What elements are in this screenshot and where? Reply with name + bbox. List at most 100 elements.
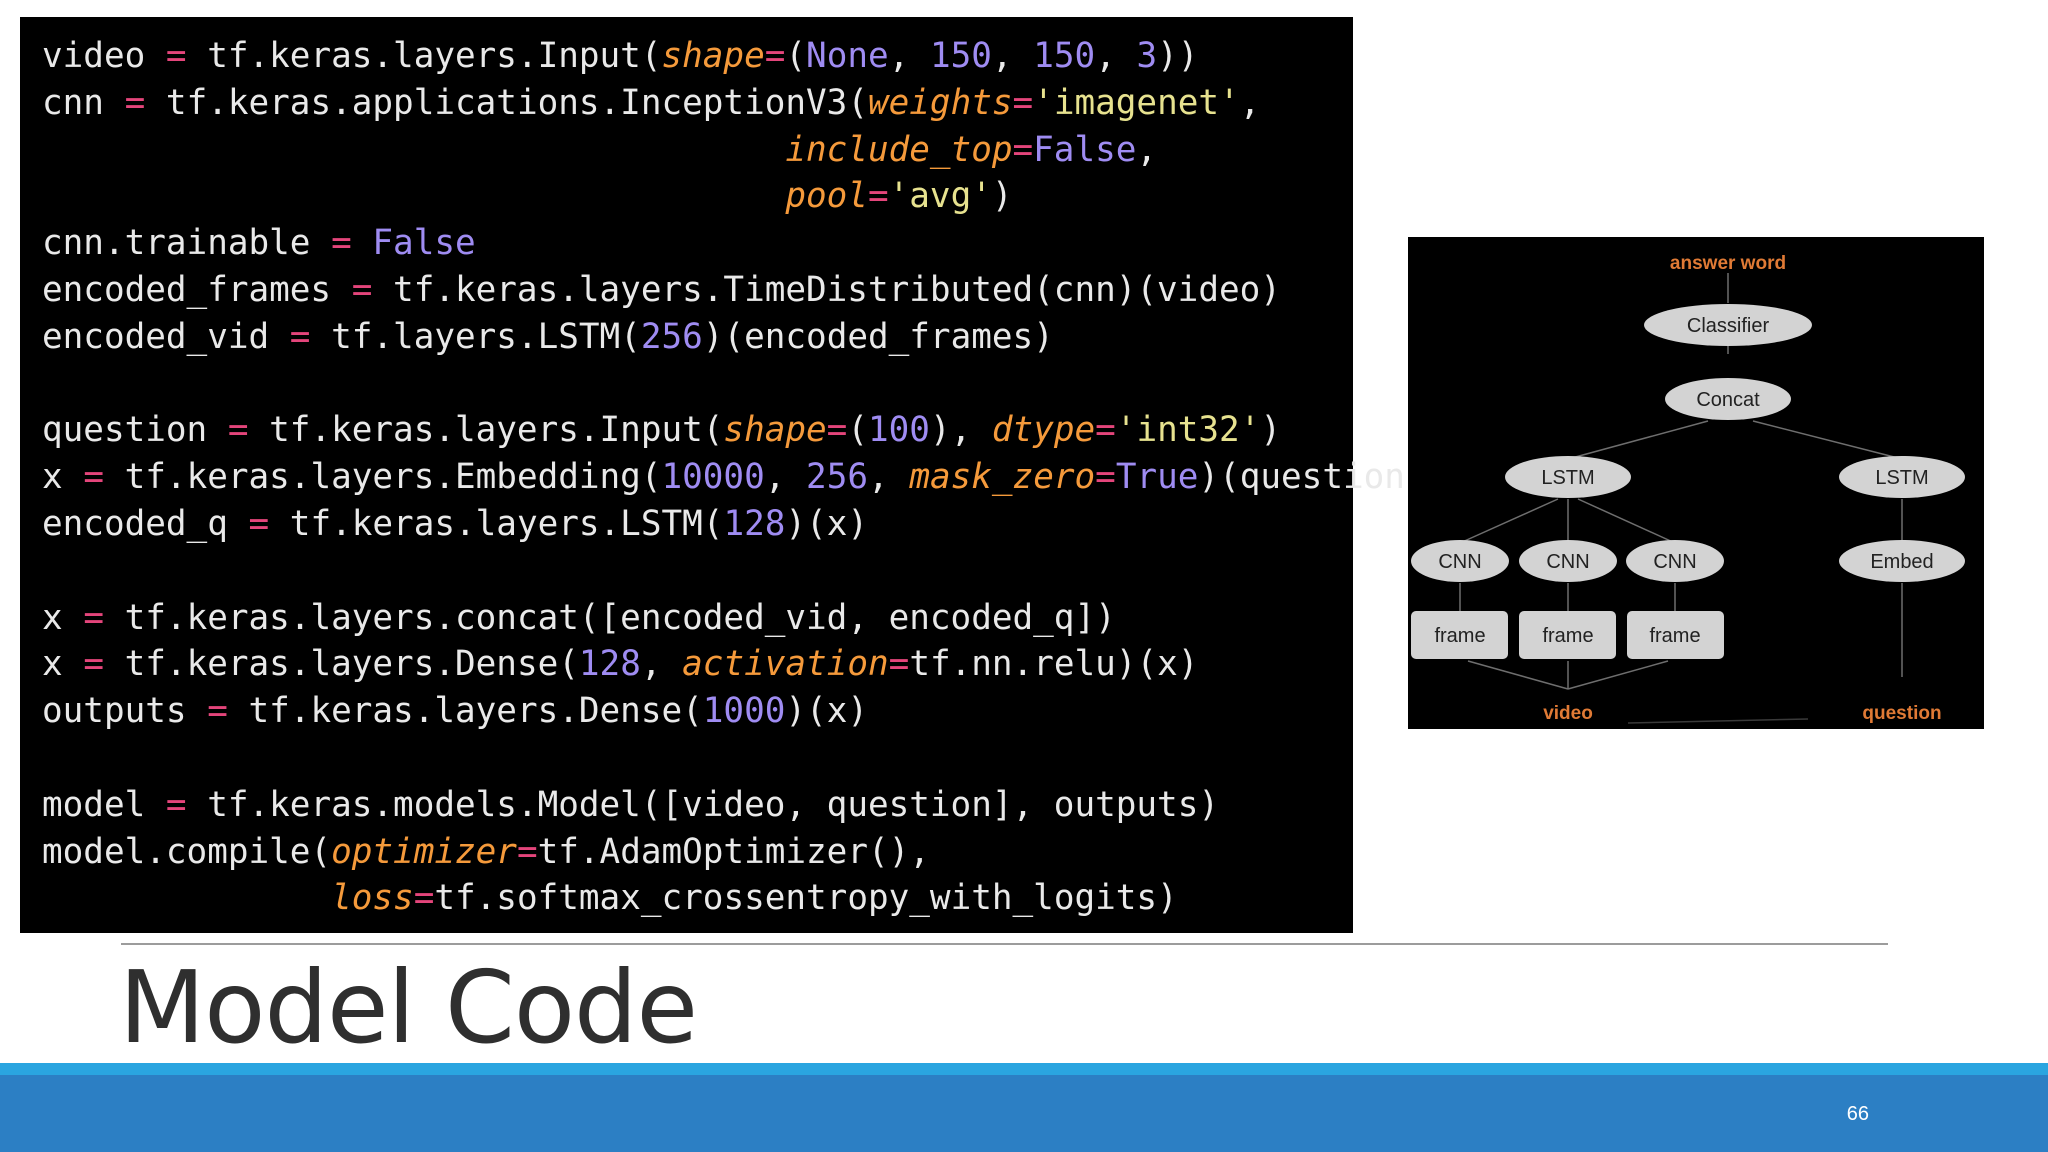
code-token: , bbox=[991, 36, 1034, 76]
code-token: )(x) bbox=[785, 691, 868, 732]
model-architecture-diagram: answer word Classifier Concat LSTM LSTM … bbox=[1408, 237, 1984, 729]
code-token: = bbox=[1012, 129, 1034, 170]
frame-node-2: frame bbox=[1519, 611, 1616, 659]
code-token: ) bbox=[991, 176, 1013, 217]
code-token: = bbox=[888, 644, 910, 685]
code-token: ), bbox=[929, 410, 992, 451]
question-input-label: question bbox=[1862, 703, 1941, 724]
code-token: loss bbox=[331, 878, 414, 919]
code-screenshot: video = tf.keras.layers.Input(shape=(Non… bbox=[20, 17, 1426, 933]
code-token: tf.nn.relu)(x) bbox=[909, 644, 1199, 685]
code-line: cnn.trainable = False bbox=[42, 220, 1353, 267]
code-token: tf.keras.layers.LSTM( bbox=[269, 503, 724, 544]
code-token: = bbox=[867, 176, 889, 217]
code-token: 256 bbox=[806, 457, 868, 498]
code-token: = bbox=[331, 223, 352, 264]
code-token: 150 bbox=[1033, 36, 1096, 76]
code-line: outputs = tf.keras.layers.Dense(1000)(x) bbox=[42, 688, 1353, 735]
code-line: loss=tf.softmax_crossentropy_with_logits… bbox=[42, 875, 1353, 922]
code-token: )(question) bbox=[1198, 457, 1426, 498]
code-token: model bbox=[42, 784, 166, 825]
code-token: cnn bbox=[42, 82, 125, 123]
classifier-node: Classifier bbox=[1644, 304, 1812, 346]
concat-node: Concat bbox=[1665, 378, 1791, 420]
code-line: cnn = tf.keras.applications.InceptionV3(… bbox=[42, 80, 1353, 127]
code-line: model.compile(optimizer=tf.AdamOptimizer… bbox=[42, 829, 1353, 876]
cnn-node-1: CNN bbox=[1411, 540, 1509, 582]
code-token: ) bbox=[1260, 410, 1281, 451]
code-token: = bbox=[516, 831, 538, 872]
code-token: , bbox=[1239, 82, 1261, 123]
cnn-node-2: CNN bbox=[1519, 540, 1617, 582]
code-token: outputs bbox=[42, 691, 208, 732]
code-line bbox=[42, 735, 1353, 782]
code-token: , bbox=[1095, 36, 1137, 76]
code-line bbox=[42, 548, 1353, 595]
slide-number: 66 bbox=[1846, 1103, 1869, 1125]
code-token: 1000 bbox=[702, 691, 786, 732]
code-token: = bbox=[413, 878, 435, 919]
embed-label: Embed bbox=[1870, 551, 1933, 573]
cnn-node-3: CNN bbox=[1626, 540, 1724, 582]
code-token: 'imagenet' bbox=[1033, 82, 1240, 123]
code-line bbox=[42, 361, 1353, 408]
cnn-label-3: CNN bbox=[1653, 551, 1696, 573]
code-line: x = tf.keras.layers.Embedding(10000, 256… bbox=[42, 454, 1426, 501]
code-token bbox=[42, 878, 331, 918]
code-line: encoded_frames = tf.keras.layers.TimeDis… bbox=[42, 267, 1353, 314]
code-token: pool bbox=[785, 176, 868, 217]
code-token: = bbox=[165, 36, 187, 76]
code-token: shape bbox=[723, 410, 827, 451]
code-token: tf.keras.applications.InceptionV3( bbox=[145, 82, 868, 123]
code-token: , bbox=[640, 644, 683, 685]
code-token: question bbox=[42, 410, 228, 451]
code-token: False bbox=[1033, 129, 1137, 170]
code-token: = bbox=[248, 503, 270, 544]
code-line: model = tf.keras.models.Model([video, qu… bbox=[42, 782, 1353, 829]
code-token: x bbox=[42, 457, 84, 498]
code-token: dtype bbox=[991, 410, 1096, 451]
code-token: x bbox=[42, 597, 84, 638]
code-token: = bbox=[227, 410, 249, 451]
code-line: question = tf.keras.layers.Input(shape=(… bbox=[42, 407, 1353, 454]
code-token: True bbox=[1115, 457, 1199, 498]
code-token: , bbox=[764, 457, 807, 498]
title-divider bbox=[121, 943, 1888, 945]
slide-title: Model Code bbox=[119, 949, 698, 1066]
code-line: pool='avg') bbox=[42, 173, 1353, 220]
code-token: tf.keras.layers.Input( bbox=[186, 36, 662, 76]
concat-label: Concat bbox=[1696, 389, 1760, 411]
frame-node-3: frame bbox=[1627, 611, 1724, 659]
code-token: 128 bbox=[578, 644, 641, 685]
footer-accent-stripe bbox=[0, 1063, 2048, 1075]
code-token: = bbox=[289, 316, 311, 357]
code-token: encoded_vid bbox=[42, 316, 290, 357]
code-token bbox=[352, 223, 373, 263]
code-token: = bbox=[1095, 457, 1116, 498]
code-token: = bbox=[83, 457, 104, 498]
code-token: 128 bbox=[723, 503, 786, 544]
code-line: x = tf.keras.layers.Dense(128, activatio… bbox=[42, 641, 1353, 688]
frame-node-1: frame bbox=[1411, 611, 1508, 659]
code-token: tf.keras.layers.Dense( bbox=[103, 644, 579, 685]
code-token: activation bbox=[682, 644, 889, 685]
code-token: tf.keras.layers.Embedding( bbox=[103, 457, 662, 498]
frame-label-3: frame bbox=[1649, 625, 1700, 647]
code-token: encoded_q bbox=[42, 503, 249, 544]
code-token: x bbox=[42, 644, 84, 685]
code-token: tf.keras.layers.Input( bbox=[248, 410, 724, 451]
code-token: False bbox=[372, 223, 476, 264]
footer-bar bbox=[0, 1075, 2048, 1152]
code-token: = bbox=[826, 410, 848, 451]
code-token: = bbox=[124, 82, 146, 123]
code-token: video bbox=[42, 36, 166, 76]
video-input-label: video bbox=[1543, 703, 1593, 724]
code-token: = bbox=[83, 644, 104, 685]
code-token bbox=[42, 130, 785, 170]
code-token: = bbox=[1012, 82, 1034, 123]
code-token: ( bbox=[785, 36, 807, 76]
code-token: 100 bbox=[867, 410, 930, 451]
code-token: = bbox=[83, 597, 104, 638]
code-token: = bbox=[351, 269, 373, 310]
code-token: tf.keras.layers.concat([encoded_vid, enc… bbox=[103, 597, 1116, 638]
